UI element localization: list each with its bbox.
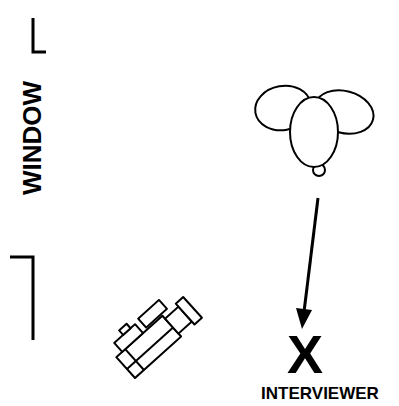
- camera-icon: [104, 284, 202, 378]
- arrow-head: [296, 308, 312, 329]
- gaze-arrow: [304, 198, 318, 312]
- window-label: WINDOW: [19, 81, 45, 195]
- window-bracket: [33, 18, 46, 52]
- window-bracket: [10, 257, 33, 340]
- role-label: INTERVIEWER: [261, 385, 379, 402]
- subject-figure: [252, 81, 379, 176]
- position-mark: X: [287, 327, 323, 381]
